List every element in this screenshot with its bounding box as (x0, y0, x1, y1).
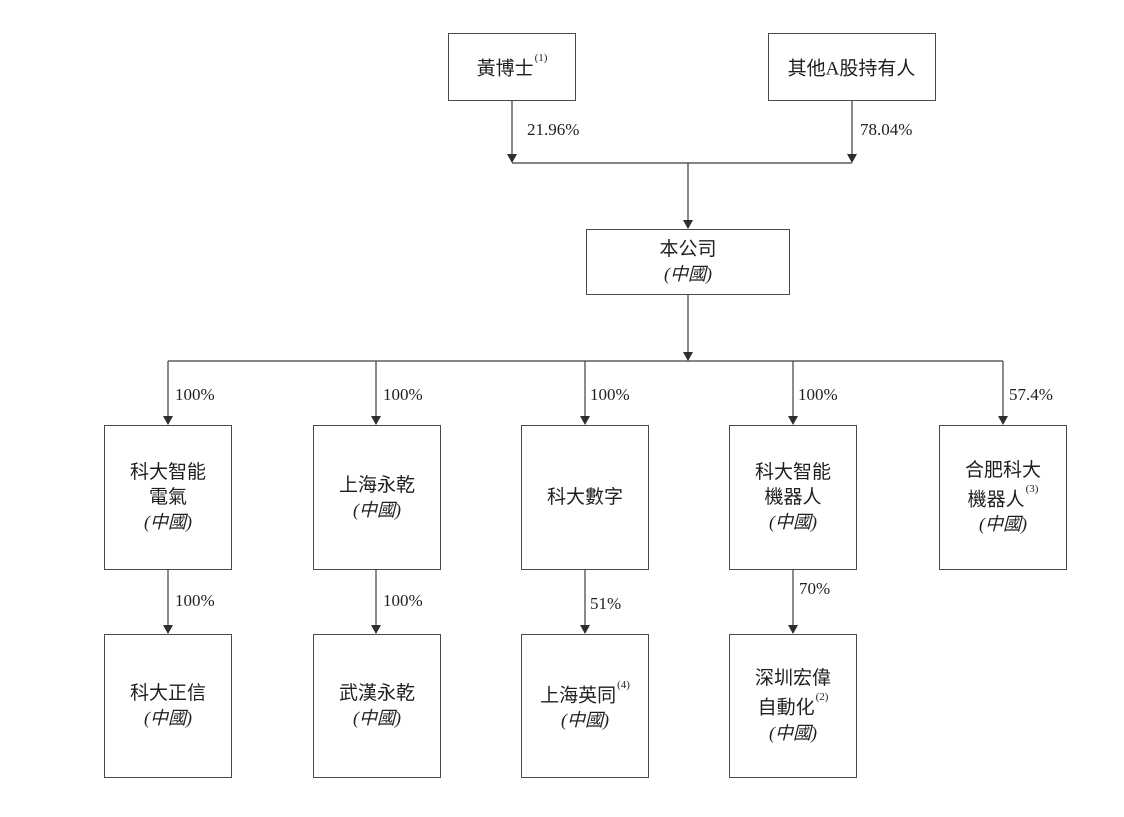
ownership-label: 100% (175, 385, 215, 404)
ownership-label: 100% (383, 385, 423, 404)
ownership-label: 51% (590, 594, 622, 613)
node-keda-zhineng-dianqi: 科大智能 電氣 (中國) (104, 425, 232, 570)
footnote-marker: (1) (534, 52, 548, 65)
node-label: 科大智能 (129, 462, 206, 483)
node-label: 機器人 (764, 487, 822, 508)
node-dr-huang: 黃博士(1) (448, 33, 576, 101)
node-label: 合肥科大 (964, 459, 1041, 481)
node-region-label: (中國) (769, 722, 817, 743)
node-label: 武漢永乾 (338, 683, 415, 704)
node-label: 科大數字 (546, 487, 623, 508)
ownership-label: 100% (383, 591, 423, 610)
node-label: 自動化(2) (757, 691, 829, 719)
node-label: 科大智能 (754, 462, 831, 483)
node-shenzhen-hongwei-zidonghua: 深圳宏偉 自動化(2) (中國) (729, 634, 857, 778)
node-shanghai-yingtong: 上海英同(4) (中國) (521, 634, 649, 778)
node-wuhan-yongqian: 武漢永乾 (中國) (313, 634, 441, 778)
node-label: 上海永乾 (338, 474, 415, 496)
node-region-label: (中國) (561, 710, 609, 731)
node-region-label: (中國) (769, 512, 817, 532)
ownership-label: 57.4% (1009, 385, 1053, 404)
node-keda-zhengxin: 科大正信 (中國) (104, 634, 232, 778)
node-region-label: (中國) (664, 264, 712, 284)
node-hefei-keda-jiqiren: 合肥科大 機器人(3) (中國) (939, 425, 1067, 570)
node-keda-shuzi: 科大數字 (521, 425, 649, 570)
node-label: 科大正信 (129, 683, 206, 704)
ownership-label: 70% (799, 579, 831, 598)
node-company: 本公司 (中國) (586, 229, 790, 295)
node-label: 本公司 (659, 239, 717, 260)
ownership-label: 21.96% (527, 120, 580, 139)
node-region-label: (中國) (979, 514, 1027, 535)
node-label: 電氣 (148, 487, 187, 508)
node-keda-zhineng-jiqiren: 科大智能 機器人 (中國) (729, 425, 857, 570)
node-label: 深圳宏偉 (754, 668, 831, 690)
footnote-marker: (2) (815, 691, 829, 704)
node-region-label: (中國) (353, 499, 401, 520)
ownership-label: 100% (590, 385, 630, 404)
node-label: 機器人(3) (967, 482, 1039, 511)
node-region-label: (中國) (144, 708, 192, 728)
node-label: 上海英同(4) (540, 678, 630, 707)
footnote-marker: (4) (617, 678, 630, 691)
node-region-label: (中國) (144, 512, 192, 532)
node-other-a-share-holders: 其他A股持有人 (768, 33, 936, 101)
node-region-label: (中國) (353, 708, 401, 728)
node-label: 其他A股持有人 (787, 58, 916, 80)
footnote-marker: (3) (1025, 482, 1039, 495)
node-shanghai-yongqian: 上海永乾 (中國) (313, 425, 441, 570)
node-label: 黃博士(1) (476, 52, 548, 80)
ownership-label: 100% (175, 591, 215, 610)
ownership-label: 78.04% (860, 120, 913, 139)
ownership-label: 100% (798, 385, 838, 404)
